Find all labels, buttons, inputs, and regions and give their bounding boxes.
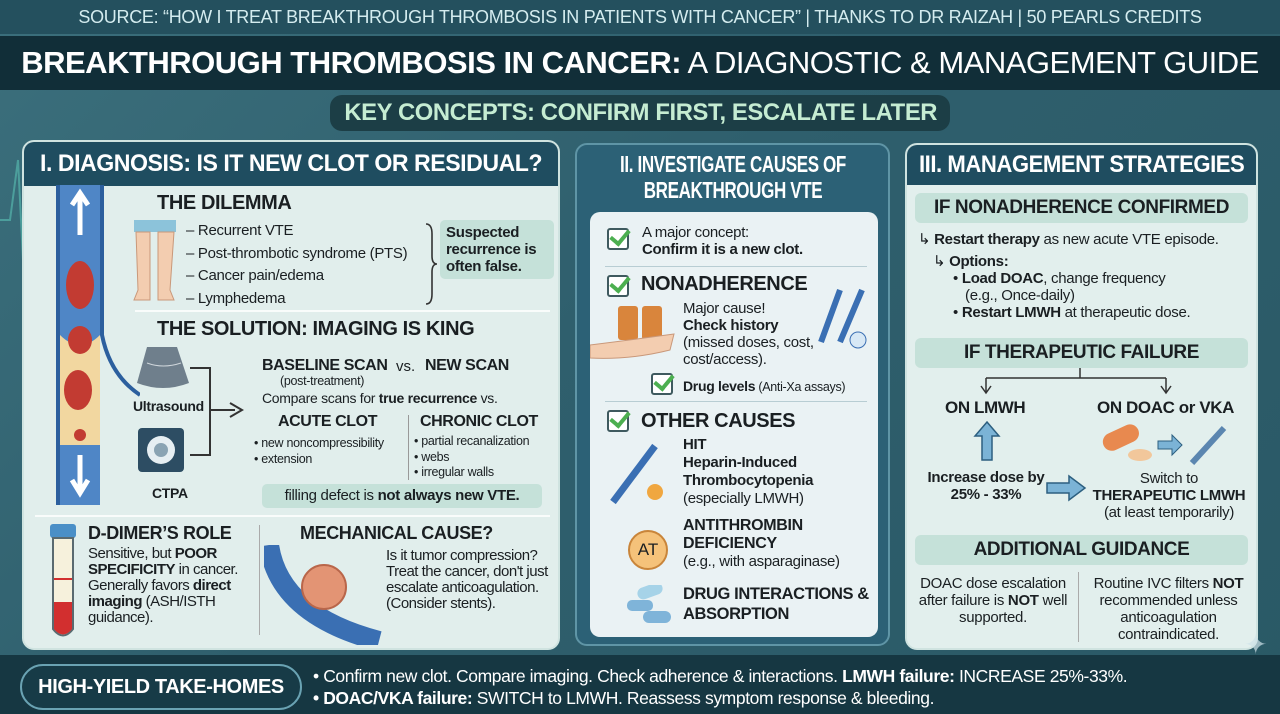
- at-deficiency-cause: ANTITHROMBIN DEFICIENCY(e.g., with aspar…: [683, 517, 840, 570]
- swollen-legs-icon: [133, 220, 176, 301]
- dilemma-item: – Cancer pain/edema: [186, 267, 324, 284]
- filling-defect-note: filling defect is not always new VTE.: [262, 484, 542, 508]
- restart-therapy: ↳ Restart therapy as new acute VTE episo…: [918, 231, 1219, 248]
- pills-to-syringe-icon: [1102, 424, 1227, 465]
- ctpa-icon: [138, 428, 184, 472]
- divider: [408, 415, 409, 480]
- post-treatment-note: (post-treatment): [280, 374, 365, 388]
- key-concepts-banner: KEY CONCEPTS: CONFIRM FIRST, ESCALATE LA…: [330, 95, 950, 131]
- solution-title: THE SOLUTION: IMAGING IS KING: [157, 318, 475, 340]
- panel-causes: II. INVESTIGATE CAUSES OF BREAKTHROUGH V…: [575, 143, 890, 646]
- brace-icon: [425, 223, 438, 305]
- options-list: ↳ Options: • Load DOAC, change frequency…: [933, 253, 1191, 321]
- takehome-line-1: • Confirm new clot. Compare imaging. Che…: [313, 666, 1128, 686]
- capsules-icon: [627, 585, 671, 623]
- divider: [135, 310, 550, 312]
- on-lmwh-label: ON LMWH: [945, 398, 1026, 417]
- chronic-item: • partial recanalization: [414, 434, 530, 448]
- chronic-clot-list: • partial recanalization • webs • irregu…: [414, 434, 530, 481]
- baseline-scan-label: BASELINE SCAN: [262, 357, 388, 374]
- tumor-compression-icon: [264, 545, 382, 645]
- on-doac-vka-label: ON DOAC or VKA: [1097, 398, 1235, 417]
- dilemma-title: THE DILEMMA: [157, 192, 292, 214]
- acute-item: • new noncompressibility: [254, 436, 384, 450]
- ultrasound-icon: [137, 347, 189, 388]
- mechanical-title: MECHANICAL CAUSE?: [300, 523, 493, 543]
- check-icon: [607, 275, 629, 297]
- divider: [1078, 572, 1079, 642]
- pill-bottles-hand-icon: [590, 306, 675, 359]
- panel-management: III. MANAGEMENT STRATEGIES: [905, 143, 1258, 650]
- new-scan-label: NEW SCAN: [425, 357, 509, 374]
- title-bold: BREAKTHROUGH THROMBOSIS IN CANCER:: [21, 45, 682, 80]
- acute-item: • extension: [254, 451, 313, 466]
- dilemma-item: – Lymphedema: [186, 289, 286, 307]
- dilemma-item: – Post-thrombotic syndrome (PTS): [186, 244, 408, 262]
- acute-clot-list: • new noncompressibility • extension: [254, 436, 384, 467]
- drug-levels: Drug levels (Anti-Xa assays): [683, 378, 846, 394]
- page-title: BREAKTHROUGH THROMBOSIS IN CANCER: A DIA…: [0, 36, 1280, 90]
- ultrasound-label: Ultrasound: [133, 398, 204, 414]
- title-rest: A DIAGNOSTIC & MANAGEMENT GUIDE: [681, 45, 1259, 80]
- acute-clot-title: ACUTE CLOT: [278, 413, 378, 430]
- chronic-item: • irregular walls: [414, 465, 494, 479]
- vein-clot-illustration: [56, 185, 140, 505]
- ddimer-title: D-DIMER’S ROLE: [88, 523, 232, 543]
- chronic-item: • webs: [414, 449, 450, 464]
- up-arrow-icon: [973, 420, 1001, 461]
- suspected-recurrence-callout: Suspected recurrence is often false.: [440, 220, 554, 279]
- increase-dose-text: Increase dose by 25% - 33%: [927, 469, 1045, 503]
- dilemma-list: – Recurrent VTE – Post-thrombotic syndro…: [186, 220, 408, 310]
- takehome-line-2: • DOAC/VKA failure: SWITCH to LMWH. Reas…: [313, 688, 935, 708]
- mechanical-text: Is it tumor compression? Treat the cance…: [386, 547, 548, 612]
- panel-diagnosis-header: I. DIAGNOSIS: IS IT NEW CLOT OR RESIDUAL…: [24, 142, 558, 186]
- therapeutic-failure-heading: IF THERAPEUTIC FAILURE: [915, 338, 1248, 368]
- panel-management-header: III. MANAGEMENT STRATEGIES: [907, 145, 1256, 185]
- check-icon: [607, 228, 629, 250]
- major-concept: A major concept:Confirm it is a new clot…: [642, 224, 803, 258]
- nonadherence-confirmed-heading: IF NONADHERENCE CONFIRMED: [915, 193, 1248, 223]
- nonadherence-title: NONADHERENCE: [641, 273, 808, 295]
- compare-scans-text: Compare scans for true recurrence vs.: [262, 390, 498, 406]
- ddimer-text: Sensitive, but POOR SPECIFICITY in cance…: [88, 545, 238, 626]
- syringes-icon: [818, 288, 867, 349]
- takehomes-label: HIGH-YIELD TAKE-HOMES: [20, 664, 302, 710]
- check-icon: [651, 373, 673, 395]
- divider: [35, 515, 550, 517]
- divider: [605, 401, 867, 402]
- ctpa-label: CTPA: [152, 485, 188, 501]
- vs-label: vs.: [396, 358, 416, 375]
- ivc-filter-note: Routine IVC filters NOT recommended unle…: [1093, 575, 1244, 643]
- source-credit: SOURCE: “HOW I TREAT BREAKTHROUGH THROMB…: [0, 0, 1280, 34]
- other-causes-title: OTHER CAUSES: [641, 410, 796, 432]
- doac-escalation-note: DOAC dose escalation after failure is NO…: [918, 575, 1068, 626]
- sparkle-icon: ✦: [1244, 629, 1268, 660]
- divider: [259, 525, 260, 635]
- syringe-platelet-icon: [610, 443, 663, 505]
- panel-causes-header: II. INVESTIGATE CAUSES OF BREAKTHROUGH V…: [619, 151, 846, 203]
- nonadherence-text: Major cause!Check history(missed doses, …: [683, 300, 814, 368]
- additional-guidance-heading: ADDITIONAL GUIDANCE: [915, 535, 1248, 565]
- branch-arrows-icon: [980, 368, 1172, 395]
- blood-tube-icon: [50, 524, 76, 637]
- drug-interactions-cause: DRUG INTERACTIONS & ABSORPTION: [683, 585, 869, 623]
- converging-arrow-icon: [190, 367, 244, 456]
- check-icon: [607, 410, 629, 432]
- right-arrow-icon: [1046, 474, 1087, 502]
- divider: [605, 266, 867, 267]
- chronic-clot-title: CHRONIC CLOT: [420, 413, 538, 430]
- dilemma-item: – Recurrent VTE: [186, 222, 294, 239]
- antithrombin-badge-icon: AT: [628, 530, 668, 570]
